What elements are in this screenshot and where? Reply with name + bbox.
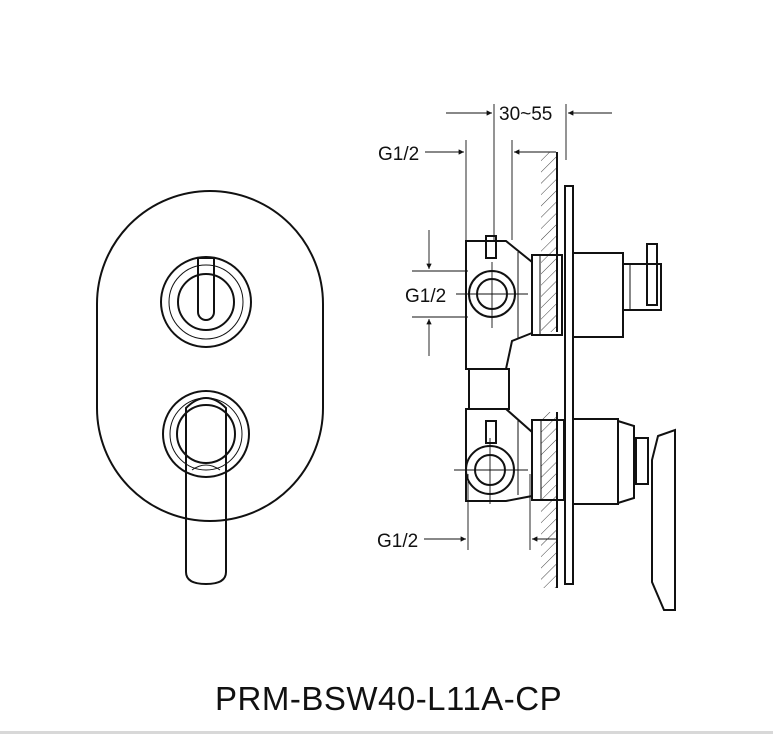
cover-plate-profile — [564, 185, 574, 585]
dimension-middle-outlet: G1/2 — [405, 230, 468, 356]
diverter-knob-side — [572, 243, 662, 338]
cover-plate — [96, 190, 324, 522]
bottom-divider — [0, 731, 773, 734]
model-number: PRM-BSW40-L11A-CP — [215, 680, 562, 717]
mixer-handle — [162, 390, 250, 586]
dimension-label-top-inlet: G1/2 — [378, 144, 419, 165]
center-lines — [454, 262, 528, 504]
side-view: 30~55 G1/2 G1/2 G1/2 — [377, 104, 676, 611]
front-view — [96, 190, 324, 586]
dimension-top-inlet: G1/2 — [378, 140, 556, 240]
dimension-depth: 30~55 — [446, 104, 612, 240]
diverter-knob — [160, 256, 252, 348]
dimension-label-depth: 30~55 — [499, 104, 552, 125]
mixer-handle-side — [572, 418, 676, 611]
dimension-bottom-outlet: G1/2 — [377, 474, 556, 552]
dimension-label-bottom-outlet: G1/2 — [377, 531, 418, 552]
wall-section — [528, 152, 558, 588]
dimension-label-middle-outlet: G1/2 — [405, 286, 446, 307]
